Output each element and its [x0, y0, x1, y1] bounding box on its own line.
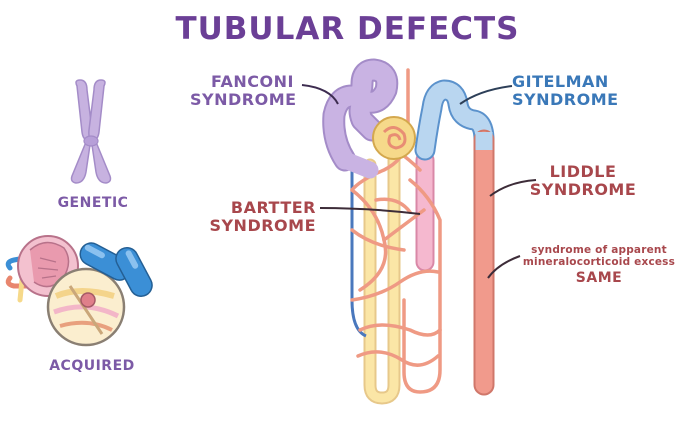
nephron	[322, 58, 495, 405]
bartter-leader	[319, 207, 421, 215]
same-line-2: mineralocorticoid excess	[522, 255, 676, 268]
chromosome-icon	[70, 79, 112, 184]
bartter-label: BARTTER SYNDROME	[208, 199, 316, 235]
magnifier-icon	[46, 267, 126, 347]
gitelman-leader	[459, 85, 513, 105]
liddle-line-2: SYNDROME	[529, 179, 637, 199]
gitelman-line-2: SYNDROME	[512, 89, 619, 109]
fanconi-line-2: SYNDROME	[190, 89, 297, 109]
liddle-label: LIDDLE SYNDROME	[528, 163, 638, 199]
page-title: TUBULAR DEFECTS	[175, 11, 520, 47]
acquired-label: ACQUIRED	[49, 358, 135, 374]
same-leader	[487, 255, 521, 279]
gitelman-line-1: GITELMAN	[512, 72, 609, 91]
fanconi-label: FANCONI SYNDROME	[190, 72, 297, 109]
liddle-line-1: LIDDLE	[549, 162, 617, 181]
capsule-icon	[79, 242, 153, 297]
liddle-leader	[489, 179, 537, 197]
gitelman-label: GITELMAN SYNDROME	[512, 73, 622, 109]
genetic-label: GENETIC	[57, 195, 129, 211]
fanconi-leader	[301, 84, 339, 105]
fanconi-line-1: FANCONI	[210, 72, 294, 91]
bartter-line-2: SYNDROME	[209, 215, 316, 235]
same-label: syndrome of apparent mineralocorticoid e…	[514, 244, 684, 286]
same-line-1: syndrome of apparent	[531, 244, 667, 256]
same-line-3: SAME	[575, 269, 623, 286]
glomerulus	[372, 116, 416, 160]
bartter-line-1: BARTTER	[230, 198, 316, 217]
